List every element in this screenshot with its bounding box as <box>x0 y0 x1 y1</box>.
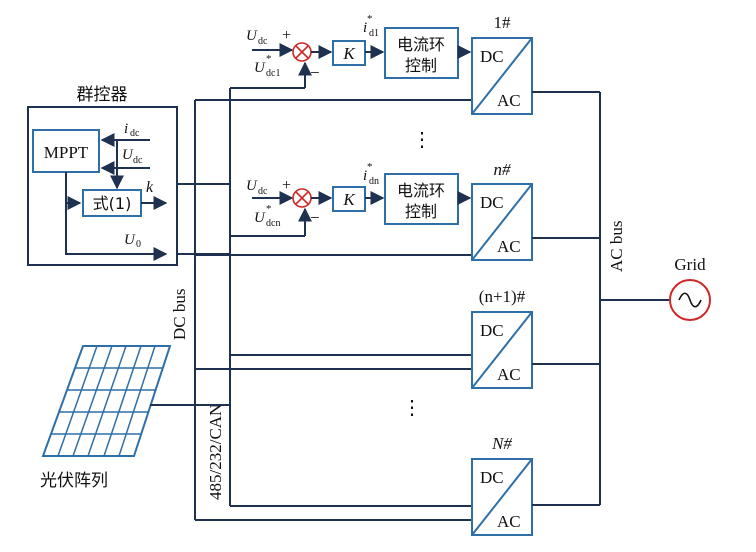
svg-text:AC: AC <box>497 91 521 110</box>
svg-text:dc: dc <box>258 186 268 197</box>
svg-text:U: U <box>246 28 258 44</box>
svg-text:dcn: dcn <box>266 218 280 229</box>
svg-text:K: K <box>342 190 356 209</box>
inverter-n-plus-1: (n+1)# DC AC <box>471 287 533 389</box>
pv-array: 光伏阵列 <box>40 345 172 491</box>
ac-bus-label: AC bus <box>607 221 626 272</box>
k-label: k <box>146 179 154 196</box>
svg-text:dc: dc <box>130 128 140 139</box>
svg-text:−: − <box>310 208 320 227</box>
u0-label: U <box>124 232 136 248</box>
svg-text:AC: AC <box>497 237 521 256</box>
svg-text:控制: 控制 <box>405 202 437 221</box>
svg-text:(n+1)#: (n+1)# <box>479 287 526 306</box>
control-loop-1: U dc + U * dc1 − K i * d1 电流环 控制 <box>246 13 472 88</box>
ellipsis-1: ⋮ <box>412 129 432 151</box>
current-loop-1 <box>384 27 459 79</box>
ellipsis-2: ⋮ <box>402 397 422 419</box>
svg-text:*: * <box>266 53 272 65</box>
equation-block <box>82 189 142 217</box>
svg-text:dn: dn <box>369 176 379 187</box>
svg-text:*: * <box>367 161 373 173</box>
svg-text:N#: N# <box>491 434 512 453</box>
pv-label: 光伏阵列 <box>40 471 108 491</box>
svg-text:AC: AC <box>497 512 521 531</box>
svg-text:U: U <box>254 210 266 226</box>
svg-text:DC: DC <box>480 468 504 487</box>
svg-text:+: + <box>282 27 291 44</box>
svg-text:1#: 1# <box>494 13 512 32</box>
mppt-label: MPPT <box>44 143 89 162</box>
inverter-1: 1# DC AC <box>471 13 533 115</box>
svg-text:*: * <box>367 13 373 25</box>
svg-text:−: − <box>310 63 320 82</box>
grid-source: Grid <box>669 255 711 321</box>
svg-text:控制: 控制 <box>405 56 437 75</box>
udc-label: U <box>122 147 134 163</box>
svg-text:U: U <box>246 178 258 194</box>
idc-label: i <box>124 121 128 137</box>
comm-label: 485/232/CAN <box>206 404 225 500</box>
grid-label: Grid <box>674 255 706 274</box>
svg-text:i: i <box>363 20 367 36</box>
svg-text:U: U <box>254 60 266 76</box>
dc-bus-label: DC bus <box>170 289 189 340</box>
svg-text:DC: DC <box>480 47 504 66</box>
control-loop-n: U dc + U * dcn − K i * dn 电流环 控制 <box>246 161 472 236</box>
svg-text:+: + <box>282 177 291 194</box>
svg-text:AC: AC <box>497 365 521 384</box>
current-loop-n <box>384 173 459 225</box>
svg-text:电流环: 电流环 <box>397 181 445 200</box>
inverter-n: n# DC AC <box>471 160 533 261</box>
equation-label: 式(1) <box>93 194 132 213</box>
svg-text:n#: n# <box>494 160 512 179</box>
svg-text:dc1: dc1 <box>266 68 280 79</box>
svg-text:0: 0 <box>136 239 141 250</box>
group-controller: 群控器 MPPT 式(1) i dc U dc k U 0 <box>27 85 178 266</box>
svg-text:DC: DC <box>480 321 504 340</box>
svg-text:dc: dc <box>133 155 143 166</box>
controller-title: 群控器 <box>77 85 128 105</box>
svg-text:d1: d1 <box>369 28 379 39</box>
svg-text:DC: DC <box>480 193 504 212</box>
svg-text:i: i <box>363 168 367 184</box>
inverter-N: N# DC AC <box>471 434 533 536</box>
svg-text:电流环: 电流环 <box>397 35 445 54</box>
svg-text:K: K <box>342 44 356 63</box>
svg-text:dc: dc <box>258 36 268 47</box>
svg-text:*: * <box>266 203 272 215</box>
